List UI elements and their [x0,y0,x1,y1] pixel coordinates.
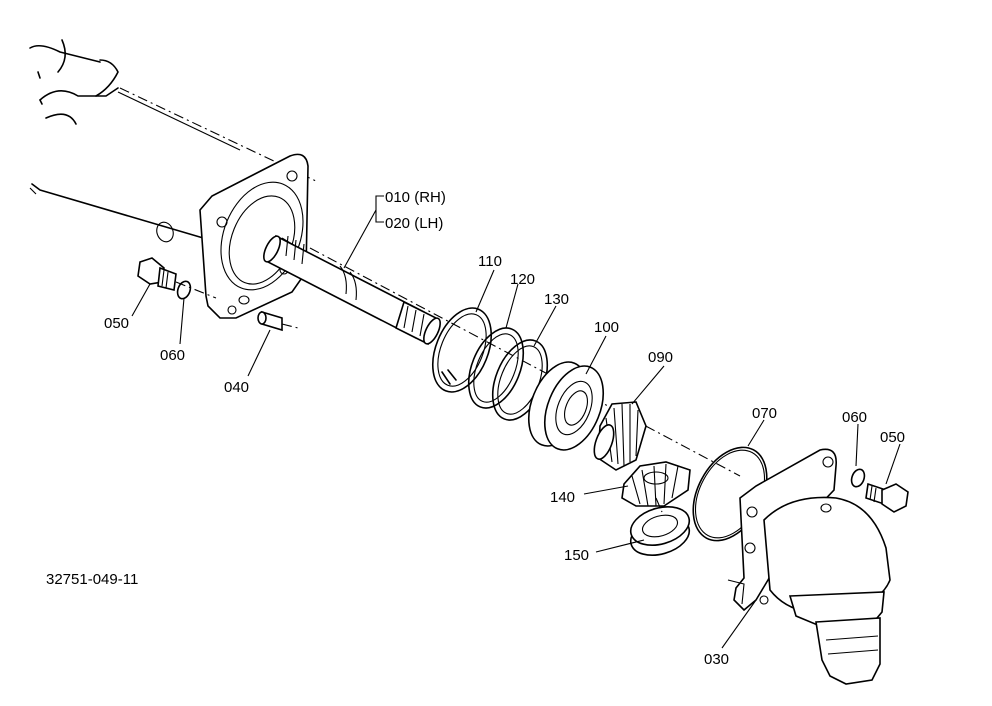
label-120: 120 [510,271,535,288]
label-100: 100 [594,319,619,336]
ball-bearing-100 [527,361,605,451]
label-130: 130 [544,291,569,308]
shim-120 [467,327,525,409]
label-040: 040 [224,379,249,396]
label-010: 010 (RH) [385,189,446,206]
axle-shaft [263,234,741,477]
bevel-gear-090 [593,401,647,471]
drawing-number: 32751-049-11 [46,571,138,588]
leader-lines [131,195,901,649]
bolt-050-right [865,482,909,513]
bolt-050-left [137,257,217,299]
label-060-left: 060 [160,347,185,364]
dowel-pin-040 [257,310,299,332]
callout-labels: 010 (RH) 020 (LH) 110 120 130 100 090 07… [46,189,905,668]
label-060-right: 060 [842,409,867,426]
washer-060-right [850,468,866,488]
label-030: 030 [704,651,729,668]
label-050-right: 050 [880,429,905,446]
label-070: 070 [752,405,777,422]
circlip-110 [431,307,493,393]
bearing-150 [629,497,691,556]
label-020: 020 (LH) [385,215,443,232]
label-110: 110 [478,253,502,270]
bevel-pinion-140 [621,461,691,507]
label-050-left: 050 [104,315,129,332]
washer-060-left [176,280,192,300]
housing-flange [199,153,309,319]
final-case-030 [727,448,891,685]
label-140: 140 [550,489,575,506]
label-090: 090 [648,349,673,366]
label-150: 150 [564,547,589,564]
